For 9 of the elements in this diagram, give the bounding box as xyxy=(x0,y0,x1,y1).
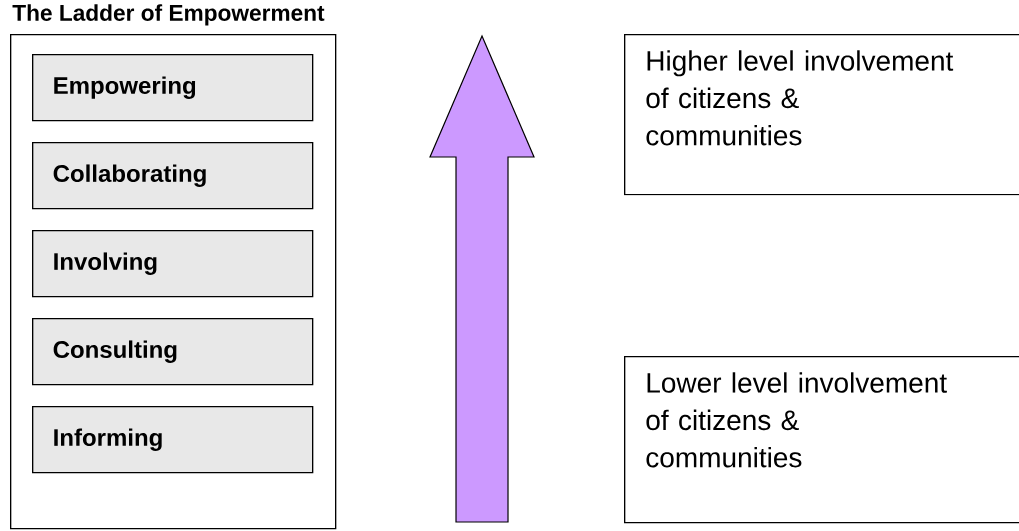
ladder-frame xyxy=(10,34,337,530)
ladder-step-box: Consulting xyxy=(32,318,314,386)
ladder-step-box: Empowering xyxy=(32,54,314,122)
text-box: Higher level involvement of citizens & communities xyxy=(624,34,1019,196)
ladder-step-box: Collaborating xyxy=(32,142,314,210)
text-box: Lower level involvement of citizens & communities xyxy=(624,356,1019,524)
ladder-step-box: Informing xyxy=(32,406,314,474)
title: The Ladder of Empowerment xyxy=(12,4,325,26)
ladder-step-box: Involving xyxy=(32,230,314,298)
